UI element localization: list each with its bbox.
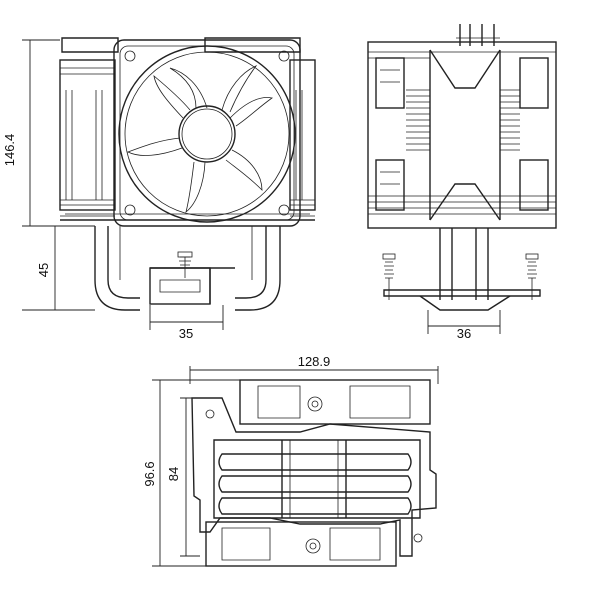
- side-fins: [368, 51, 556, 215]
- dim-front-base-height: 45: [36, 263, 51, 277]
- dim-front-base-width: 35: [179, 326, 193, 341]
- dim-front-height: 146.4: [2, 134, 17, 167]
- heatpipes: [218, 453, 412, 515]
- fan-ring: [118, 45, 296, 223]
- front-fan-frame: [113, 39, 301, 227]
- fan-blades: [126, 65, 273, 214]
- top-view: 128.9 96.6 84: [142, 354, 439, 567]
- side-mount-screws: [382, 253, 539, 300]
- side-outline: [367, 41, 557, 229]
- dim-top-depth: 96.6: [142, 461, 157, 486]
- dim-top-width: 128.9: [298, 354, 331, 369]
- front-fins-left: [60, 67, 115, 217]
- fan-hub: [178, 105, 236, 163]
- front-fins-right: [290, 90, 315, 217]
- top-fan-upper: [239, 379, 431, 425]
- mounting-bracket: [191, 397, 437, 557]
- front-mount-screw: [177, 251, 193, 278]
- front-base-block: [149, 267, 211, 305]
- side-view: 36: [367, 24, 557, 341]
- dim-top-inner-depth: 84: [166, 467, 181, 481]
- top-fan-lower: [205, 521, 397, 567]
- front-view: 146.4 45 35: [2, 37, 316, 341]
- dim-side-base-width: 36: [457, 326, 471, 341]
